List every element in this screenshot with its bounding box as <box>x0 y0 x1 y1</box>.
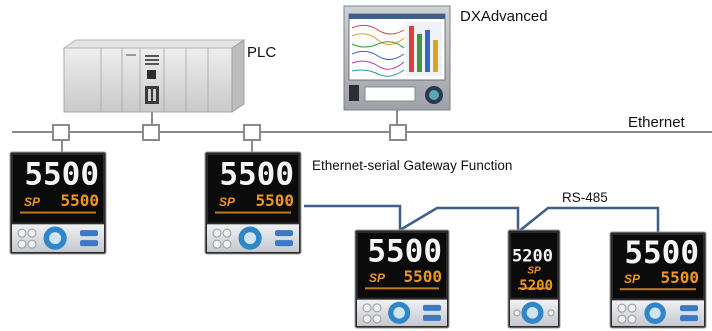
controller-display <box>358 233 446 298</box>
plc-device <box>62 39 246 113</box>
controller-display <box>511 233 557 298</box>
controller-sp-value: 5500 <box>660 268 699 287</box>
controller-pv-value: 5200 <box>512 246 553 266</box>
controller-pv-value: 5500 <box>24 157 99 193</box>
controller-pv-value: 5500 <box>219 157 294 193</box>
controller-display <box>13 155 103 223</box>
ethernet-label: Ethernet <box>628 114 685 131</box>
controller-display <box>613 235 703 299</box>
dxadvanced-label: DXAdvanced <box>460 8 548 25</box>
rs485-wiring <box>304 204 660 234</box>
plc-label: PLC <box>247 44 277 61</box>
controller-sp-tag: SP <box>24 195 41 209</box>
controller-sp-value: 5500 <box>255 191 294 210</box>
dxadvanced-recorder <box>343 5 451 111</box>
ethernet-nodes <box>52 124 407 141</box>
ethernet-node <box>142 124 160 141</box>
controller-sp-tag: SP <box>219 195 236 209</box>
ethernet-node <box>52 124 70 141</box>
controller-pv-value: 5500 <box>367 233 442 269</box>
controller-sp-tag: SP <box>369 271 386 285</box>
controller-sp-value: 5500 <box>403 267 442 286</box>
controller-display <box>208 155 298 223</box>
rs485-label: RS-485 <box>562 190 608 205</box>
controller-pv-value: 5500 <box>624 235 699 271</box>
ethernet-node <box>243 124 261 141</box>
ethernet-node <box>389 124 407 141</box>
controller-sp-tag: SP <box>624 272 641 286</box>
controller-sp-tag: SP <box>527 266 541 277</box>
controller-sp-value: 5500 <box>60 191 99 210</box>
controller-sp-value: 5200 <box>519 278 553 294</box>
gateway-label: Ethernet-serial Gateway Function <box>312 158 513 173</box>
